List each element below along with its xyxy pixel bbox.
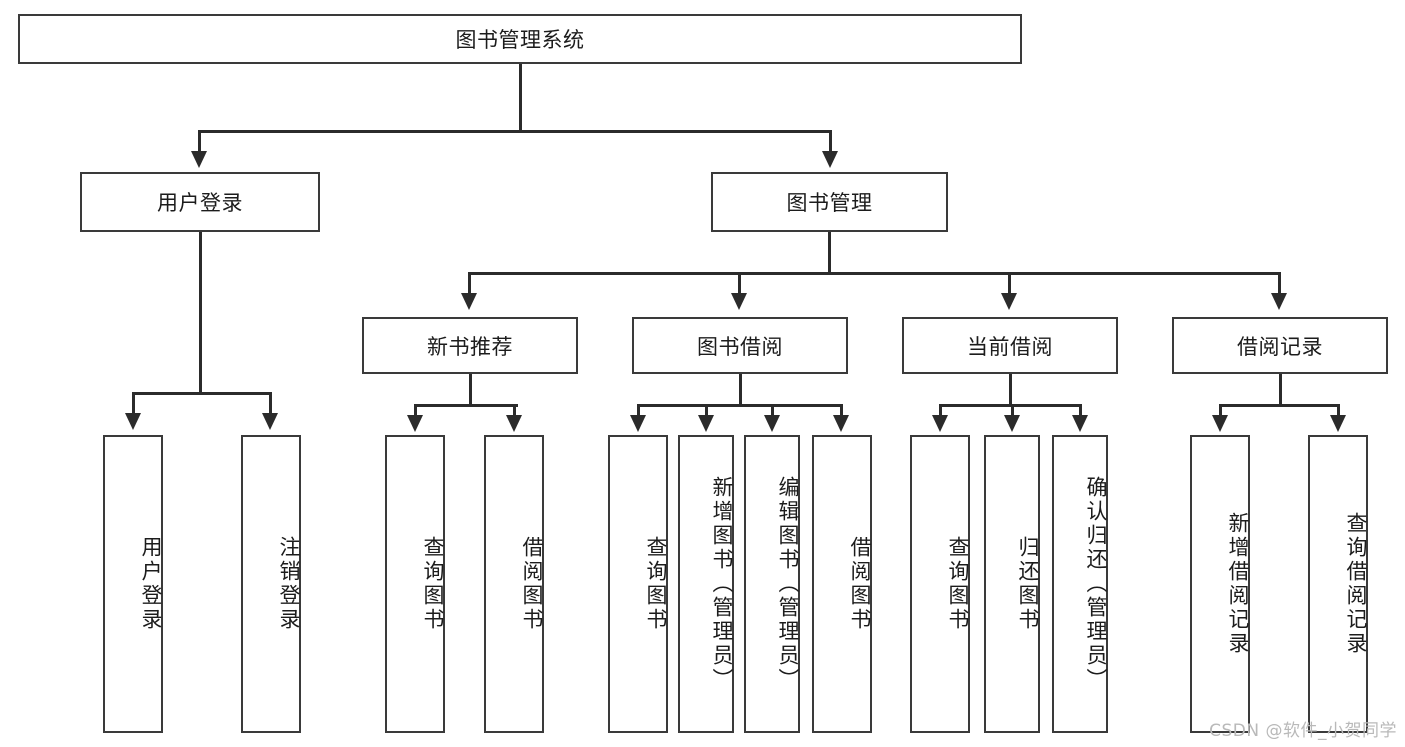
node-label: 注销登录	[277, 536, 301, 632]
connector-level2-drop-right	[829, 130, 832, 152]
node-label: 新增借阅记录	[1226, 512, 1250, 656]
arrow-to-leaf-query-record	[1330, 415, 1346, 432]
connector-level3-drop-1	[468, 272, 471, 294]
arrow-to-leaf-user-login	[125, 413, 141, 430]
node-label: 查询图书	[644, 536, 668, 632]
connector-level2-bus	[198, 130, 831, 133]
node-label: 新书推荐	[427, 334, 513, 359]
connector-user-login-stem	[199, 232, 202, 394]
connector-level3-drop-3	[1008, 272, 1011, 294]
node-book-manage[interactable]: 图书管理	[711, 172, 948, 232]
node-leaf-query-book-3[interactable]: 查询图书	[910, 435, 970, 733]
node-leaf-user-login[interactable]: 用户登录	[103, 435, 163, 733]
arrow-to-leaf-edit-book	[764, 415, 780, 432]
arrow-to-leaf-borrow-book-1	[506, 415, 522, 432]
arrow-to-leaf-borrow-book-2	[833, 415, 849, 432]
node-label: 图书借阅	[697, 334, 783, 359]
connector-bookborrow-drop-2	[705, 404, 708, 416]
node-user-login[interactable]: 用户登录	[80, 172, 320, 232]
connector-recommend-bus	[414, 404, 518, 407]
connector-root-stem	[519, 64, 522, 132]
arrow-to-leaf-query-book-1	[407, 415, 423, 432]
connector-user-login-bus	[132, 392, 269, 395]
arrow-to-book-borrow	[731, 293, 747, 310]
arrow-to-leaf-add-book	[698, 415, 714, 432]
connector-borrowrecord-bus	[1219, 404, 1338, 407]
arrow-to-leaf-return-book	[1004, 415, 1020, 432]
node-leaf-query-book-2[interactable]: 查询图书	[608, 435, 668, 733]
connector-recommend-stem	[469, 374, 472, 406]
connector-recommend-drop-2	[513, 404, 516, 416]
node-label: 借阅图书	[520, 536, 544, 632]
connector-borrowrecord-drop-1	[1219, 404, 1222, 416]
connector-book-manage-stem	[828, 232, 831, 274]
connector-borrowrecord-drop-2	[1337, 404, 1340, 416]
node-label: 归还图书	[1016, 536, 1040, 632]
node-label: 查询图书	[421, 536, 445, 632]
connector-currentborrow-drop-1	[939, 404, 942, 416]
connector-borrowrecord-stem	[1279, 374, 1282, 406]
connector-level3-bus	[468, 272, 1280, 275]
arrow-to-current-borrow	[1001, 293, 1017, 310]
node-leaf-add-book[interactable]: 新增图书（管理员）	[678, 435, 734, 733]
arrow-to-leaf-confirm-return	[1072, 415, 1088, 432]
connector-currentborrow-stem	[1009, 374, 1012, 406]
node-label: 用户登录	[157, 191, 243, 215]
node-root-system[interactable]: 图书管理系统	[18, 14, 1022, 64]
connector-currentborrow-bus	[939, 404, 1081, 407]
node-label: 当前借阅	[967, 334, 1053, 359]
arrow-to-borrow-record	[1271, 293, 1287, 310]
node-leaf-confirm-return[interactable]: 确认归还（管理员）	[1052, 435, 1108, 733]
connector-bookborrow-bus	[637, 404, 843, 407]
connector-user-login-drop-1	[132, 392, 135, 414]
node-leaf-query-record[interactable]: 查询借阅记录	[1308, 435, 1368, 733]
node-leaf-edit-book[interactable]: 编辑图书（管理员）	[744, 435, 800, 733]
connector-currentborrow-drop-3	[1079, 404, 1082, 416]
node-borrow-record[interactable]: 借阅记录	[1172, 317, 1388, 374]
node-label: 新增图书（管理员）	[710, 476, 734, 692]
node-leaf-borrow-book-1[interactable]: 借阅图书	[484, 435, 544, 733]
arrow-to-leaf-query-book-2	[630, 415, 646, 432]
connector-recommend-drop-1	[414, 404, 417, 416]
node-leaf-query-book-1[interactable]: 查询图书	[385, 435, 445, 733]
arrow-to-leaf-query-book-3	[932, 415, 948, 432]
node-leaf-logout[interactable]: 注销登录	[241, 435, 301, 733]
arrow-to-leaf-logout	[262, 413, 278, 430]
node-label: 确认归还（管理员）	[1084, 476, 1108, 692]
node-label: 用户登录	[139, 536, 163, 632]
node-label: 查询借阅记录	[1344, 512, 1368, 656]
node-leaf-add-record[interactable]: 新增借阅记录	[1190, 435, 1250, 733]
node-label: 图书管理	[786, 191, 873, 215]
node-label: 借阅记录	[1237, 334, 1323, 359]
connector-user-login-drop-2	[269, 392, 272, 414]
node-label: 查询图书	[946, 536, 970, 632]
connector-currentborrow-drop-2	[1011, 404, 1014, 416]
node-leaf-return-book[interactable]: 归还图书	[984, 435, 1040, 733]
node-label: 借阅图书	[848, 536, 872, 632]
node-leaf-borrow-book-2[interactable]: 借阅图书	[812, 435, 872, 733]
node-current-borrow[interactable]: 当前借阅	[902, 317, 1118, 374]
connector-level3-drop-4	[1278, 272, 1281, 294]
connector-bookborrow-drop-4	[840, 404, 843, 416]
connector-bookborrow-drop-3	[771, 404, 774, 416]
connector-bookborrow-drop-1	[637, 404, 640, 416]
connector-level3-drop-2	[738, 272, 741, 294]
arrow-to-user-login	[191, 151, 207, 168]
arrow-to-new-book-recommend	[461, 293, 477, 310]
node-label: 图书管理系统	[455, 28, 585, 52]
connector-level2-drop-left	[198, 130, 201, 152]
node-label: 编辑图书（管理员）	[776, 476, 800, 692]
node-new-book-recommend[interactable]: 新书推荐	[362, 317, 578, 374]
connector-bookborrow-stem	[739, 374, 742, 406]
node-book-borrow[interactable]: 图书借阅	[632, 317, 848, 374]
arrow-to-book-manage	[822, 151, 838, 168]
arrow-to-leaf-add-record	[1212, 415, 1228, 432]
